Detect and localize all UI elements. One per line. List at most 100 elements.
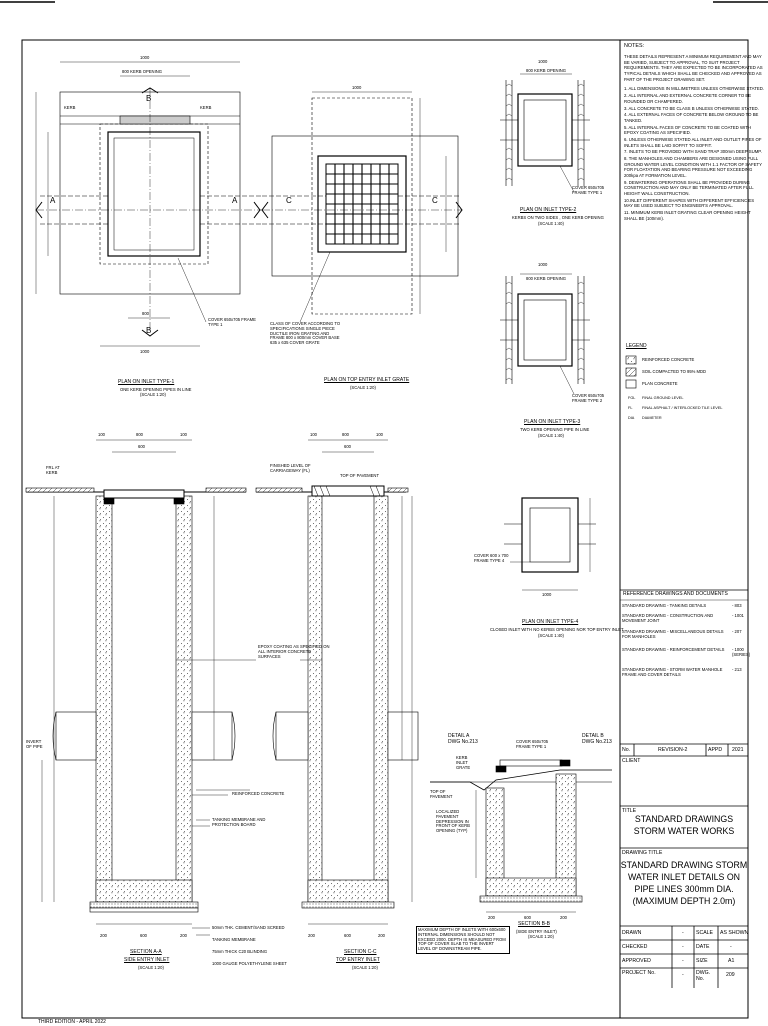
dim-1000-t4: 1000: [542, 592, 552, 597]
depth-note: MAXIMUM DEPTH OF INLETS WITH 600x600 INT…: [416, 926, 510, 955]
note-item: 7. INLETS TO BE PROVIDED WITH SAND TRAP …: [624, 149, 762, 155]
title-section-b: SECTION B-B: [518, 921, 550, 927]
label-tanking: TANKING MEMBRANE AND PROTECTION BOARD: [212, 817, 266, 827]
dim-200-b2: 200: [560, 915, 567, 920]
dim-100-c1: 100: [310, 432, 317, 437]
drawn-label: DRAWN: [622, 930, 642, 936]
drawing-title-line: WATER INLET DETAILS ON: [627, 872, 741, 882]
section-b-top: B: [146, 94, 152, 103]
ref-no: - 213: [732, 667, 742, 672]
scale-plan-type-4: (SCALE 1:40): [538, 633, 564, 638]
cover-t3-label: COVER 650x705 FRAME TYPE 2: [572, 393, 605, 403]
label-tanking2: TANKING MEMBRANE: [212, 937, 256, 942]
references-heading: REFERENCE DRAWINGS AND DOCUMENTS: [623, 591, 728, 597]
abbr-code: FGL: [628, 396, 636, 400]
legend-heading: LEGEND: [626, 343, 647, 349]
note-item: 8. THE MANHOLES AND CHAMBERS ARE DESIGNE…: [624, 155, 762, 178]
size-value: A1: [728, 958, 735, 964]
title-plan-type-3: PLAN ON INLET TYPE-3: [524, 419, 581, 425]
dim-800-a: 800: [136, 432, 143, 437]
scale-section-c: (SCALE 1:20): [352, 965, 378, 970]
section-a-right: A: [232, 196, 238, 205]
label-localized: LOCALIZED PAVEMENT DEPRESSION IN FRONT O…: [436, 809, 470, 834]
dim-200-a2: 200: [180, 933, 187, 938]
abbr-code: FL: [628, 406, 633, 410]
dim-1000-grate: 1000: [352, 85, 362, 90]
scale-plan-top-entry: (SCALE 1:20): [350, 385, 376, 390]
label-finished-level: FINISHED LEVEL OF CARRIAGEWAY (FL): [270, 463, 311, 473]
label-cover-type1: COVER 650x705 FRAME TYPE 1: [208, 317, 256, 327]
label-detail-a: DETAIL A DWG No.213: [448, 733, 478, 745]
dwg-value: 209: [726, 972, 735, 978]
label-kerb-opening: 800 KERB OPENING: [122, 69, 163, 74]
date-value: -: [730, 944, 732, 950]
ref-name: STANDARD DRAWING - REINFORCEMENT DETAILS: [622, 647, 725, 652]
scale-plan-type-2: (SCALE 1:40): [538, 221, 564, 226]
title-line-2: STORM WATER WORKS: [633, 826, 735, 836]
title-plan-type-1: PLAN ON INLET TYPE-1: [118, 379, 175, 385]
rev-no-label: No.: [622, 747, 631, 753]
note-item: 4. ALL EXTERNAL FACES OF CONCRETE BELOW …: [624, 112, 759, 123]
edition-label: THIRD EDITION - APRIL 2022: [38, 1019, 106, 1025]
dim-200-a1: 200: [100, 933, 107, 938]
dim-200-c2: 200: [378, 933, 385, 938]
scale-label: SCALE: [696, 930, 714, 936]
dim-800-bottom: 800: [142, 311, 149, 316]
title-label: TITLE: [622, 808, 637, 814]
dim-800-c: 800: [342, 432, 349, 437]
rev-appd: APPD: [708, 747, 723, 753]
cover-t2-label: COVER 650x705 FRAME TYPE 1: [572, 185, 605, 195]
title-plan-top-entry: PLAN ON TOP ENTRY INLET GRATE: [324, 377, 410, 383]
drawn-value: -: [682, 930, 684, 936]
ref-no: - 803: [732, 603, 742, 608]
scale-value: AS SHOWN: [720, 930, 749, 936]
sub-plan-type-3: TWO KERB OPENING PIPE IN LINE: [520, 427, 590, 432]
label-blinding: 75mm THICK C20 BLINDING: [212, 949, 268, 954]
rev-year: 2021: [732, 747, 744, 753]
drawing-title-line: STANDARD DRAWING STORM: [620, 860, 748, 870]
client-label: CLIENT: [622, 758, 641, 764]
label-kerb-inlet: KERB INLET GRATE: [456, 755, 471, 770]
label-top-of-pavement: TOP OF PAVEMENT: [430, 789, 453, 799]
sub-section-a: SIDE ENTRY INLET: [124, 957, 170, 963]
label-kerb-left: KERB: [64, 105, 76, 110]
drawing-title-line: (MAXIMUM DEPTH 2.0m): [632, 896, 736, 906]
note-item: 11. MINIMUM KERB INLET GRATING CLEAR OPE…: [624, 209, 751, 221]
label-frl: FRL AT KERB: [46, 465, 60, 475]
sub-plan-type-4: CLOSED INLET WITH NO KERBS OPENING NOR T…: [490, 627, 624, 632]
legend-item: PLAN CONCRETE: [642, 381, 678, 386]
note-item: 3. ALL CONCRETE TO BE CLASS B UNLESS OTH…: [624, 105, 759, 111]
note-item: 10.INLET DIFFERENT SHAPES WITH DIFFERENT…: [624, 197, 755, 209]
section-b-b: [430, 759, 612, 913]
scale-section-a: (SCALE 1:20): [138, 965, 164, 970]
legend-item: REINFORCED CONCRETE: [642, 357, 695, 362]
dim-600-c2: 600: [344, 933, 351, 938]
section-c-left: C: [286, 196, 292, 205]
label-cover-b: COVER 650x705 FRAME TYPE 1: [516, 739, 549, 749]
abbr-text: FINAL GROUND LEVEL: [642, 396, 684, 400]
size-label: SIZE: [696, 958, 708, 964]
dim-1000-bottom: 1000: [140, 349, 150, 354]
notes-intro: THESE DETAILS REPRESENT A MINIMUM REQUIR…: [624, 54, 763, 82]
label-screed: 50mm THK. CEMENT/SAND SCREED: [212, 925, 285, 930]
label-class-cover: CLASS OF COVER ACCORDING TO SPECIFICATIO…: [270, 321, 341, 346]
dim-100-c2: 100: [376, 432, 383, 437]
abbr-text: DIAMETER: [642, 416, 662, 420]
dim-600-a: 600: [138, 444, 145, 449]
ref-name: STANDARD DRAWING - MISCELLANEOUS DETAILS…: [622, 629, 724, 639]
date-label: DATE: [696, 944, 710, 950]
dwg-label: DWG. No.: [696, 970, 711, 982]
note-item: 5. ALL INTERNAL FACES OF CONCRETE TO BE …: [624, 124, 751, 136]
label-polythene: 1000 GAUGE POLYETHYLENE SHEET: [212, 961, 287, 966]
checked-label: CHECKED: [622, 944, 648, 950]
label-top-pavement: TOP OF PAVEMENT: [340, 473, 380, 478]
section-a-a: [25, 439, 250, 936]
label-detail-b: DETAIL B DWG No.213: [582, 733, 612, 745]
dim-600-c: 600: [344, 444, 351, 449]
legend-item: SOIL COMPACTED TO 95% MDD: [642, 369, 707, 374]
approved-value: -: [682, 958, 684, 964]
dim-600-b: 600: [524, 915, 531, 920]
label-epoxy: EPOXY COATING AS SPECIFIED ON ALL INTERI…: [258, 644, 330, 659]
